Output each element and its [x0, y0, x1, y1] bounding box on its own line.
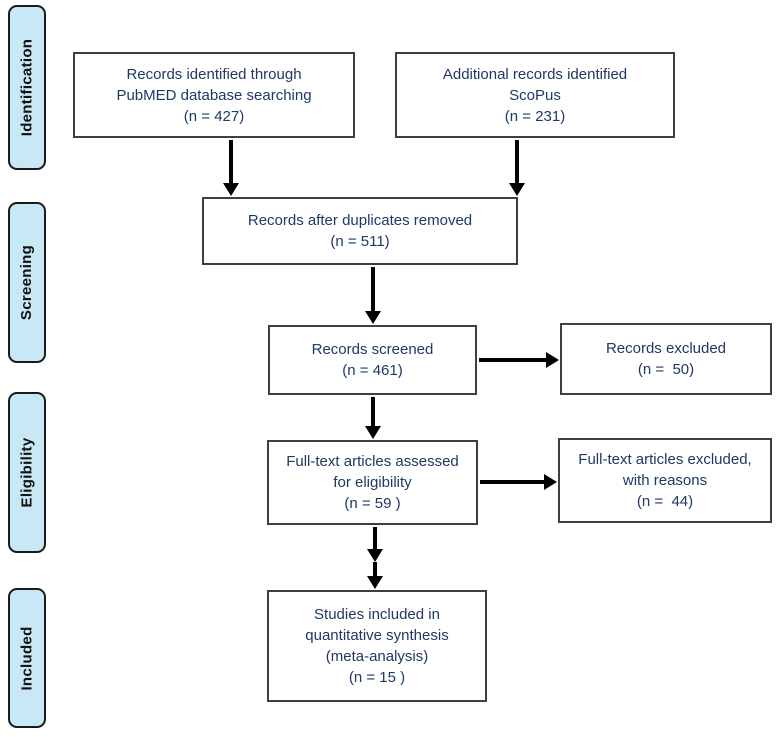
flow-box-line: PubMED database searching	[116, 86, 312, 104]
down-arrow-icon	[365, 267, 381, 324]
flow-box-records-excluded: Records excluded (n = 50)	[560, 323, 772, 395]
flow-box-line: Full-text articles assessed	[286, 453, 459, 470]
flow-box-line: Records after duplicates removed	[247, 212, 473, 229]
flow-box-line: Records excluded	[605, 340, 727, 357]
flow-box-count: (n = 511)	[330, 233, 390, 250]
flow-box-count: (n = 427)	[183, 107, 245, 125]
flow-box-line: quantitative synthesis	[305, 627, 449, 644]
down-arrow-icon	[365, 397, 381, 439]
down-arrow-icon	[223, 140, 239, 196]
flow-box-count: (n = 15 )	[348, 669, 406, 686]
flow-box-records-pubmed: Records identified through PubMED databa…	[73, 52, 355, 138]
flow-box-count: (n = 461)	[342, 362, 403, 379]
flow-box-records-screened: Records screened (n = 461)	[268, 325, 477, 395]
phase-label-screening: Screening	[8, 202, 46, 363]
flow-box-line: Additional records identified	[442, 65, 628, 83]
flow-box-line: (meta-analysis)	[325, 648, 429, 665]
flow-box-studies-included: Studies included in quantitative synthes…	[267, 590, 487, 702]
flow-box-fulltext-excluded: Full-text articles excluded, with reason…	[558, 438, 772, 523]
flow-box-line: for eligibility	[333, 474, 412, 491]
right-arrow-icon	[480, 474, 557, 490]
down-arrow-icon	[367, 562, 383, 589]
flow-box-count: (n = 59 )	[344, 495, 401, 512]
right-arrow-icon	[479, 352, 559, 368]
phase-label-text: Included	[18, 625, 36, 691]
phase-label-included: Included	[8, 588, 46, 728]
flow-box-count: (n = 50)	[637, 361, 695, 378]
flow-box-line: with reasons	[622, 472, 708, 489]
flow-box-line: ScoPus	[509, 86, 561, 104]
flow-box-count: (n = 231)	[504, 107, 566, 125]
phase-label-text: Eligibility	[18, 437, 36, 508]
flow-box-line: Full-text articles excluded,	[578, 451, 752, 468]
down-arrow-icon	[367, 527, 383, 562]
flow-box-fulltext-assessed: Full-text articles assessed for eligibil…	[267, 440, 478, 525]
flow-box-records-scopus: Additional records identified ScoPus (n …	[395, 52, 675, 138]
flow-box-line: Records identified through	[126, 65, 302, 83]
flow-box-count: (n = 44)	[636, 493, 694, 510]
phase-label-text: Screening	[18, 244, 36, 321]
phase-label-eligibility: Eligibility	[8, 392, 46, 553]
down-arrow-icon	[509, 140, 525, 196]
flow-box-duplicates-removed: Records after duplicates removed (n = 51…	[202, 197, 518, 265]
flow-box-line: Records screened	[311, 341, 434, 358]
flow-box-line: Studies included in	[314, 606, 440, 623]
phase-label-text: Identification	[18, 38, 36, 137]
phase-label-identification: Identification	[8, 5, 46, 170]
